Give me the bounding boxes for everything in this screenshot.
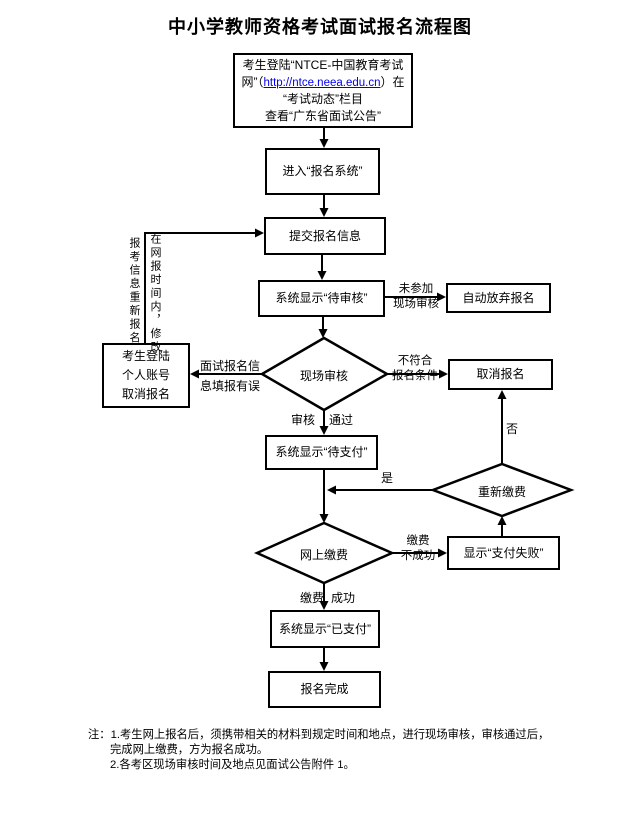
- arrowhead-pending-payment: [319, 426, 329, 435]
- notice-line-3: “考试动态”栏目: [283, 92, 363, 106]
- arrowhead-login-cancel: [190, 369, 199, 379]
- box-complete: 报名完成: [268, 671, 381, 708]
- arrowhead-onsite-review: [318, 329, 328, 338]
- label-no-onsite-review: 未参加 现场审核: [389, 282, 443, 312]
- label-pay-success-left: 缴费: [300, 591, 325, 605]
- box-cancel-registration: 取消报名: [448, 359, 553, 390]
- arrowhead-complete: [319, 662, 329, 671]
- vertical-note-reregister-column: 报考信息重新报名: [128, 237, 140, 345]
- arrowhead-online-payment: [319, 514, 329, 523]
- note-line-1: 注：1.考生网上报名后，须携带相关的材料到规定时间和地点，进行现场审核，审核通过…: [88, 729, 550, 741]
- label-review-pass-right: 通过: [329, 413, 354, 427]
- arrowhead-resubmit: [255, 228, 264, 238]
- box-paid: 系统显示“已支付”: [270, 610, 380, 648]
- arrowhead-repay-yes-merge: [327, 485, 336, 495]
- label-info-error-line-1: 面试报名信: [199, 359, 260, 373]
- label-yes: 是: [381, 471, 394, 485]
- vertical-note-modify-column: 在网报时间内，修改: [149, 233, 161, 355]
- diamond-repay: 重新缴费: [477, 485, 526, 499]
- notice-line-1: 考生登陆“NTCE-中国教育考试: [242, 58, 404, 72]
- label-info-error-line-2: 息填报有误: [199, 379, 260, 393]
- box-notice: 考生登陆“NTCE-中国教育考试 网”（http://ntce.neea.edu…: [233, 53, 413, 128]
- notice-line-2: 网”（http://ntce.neea.edu.cn）在: [241, 74, 404, 92]
- notice-line-4: 查看“广东省面试公告”: [265, 108, 381, 123]
- arrowhead-enter-to-submit: [319, 208, 329, 217]
- login-cancel-line-3: 取消报名: [121, 387, 170, 401]
- diamond-online-payment: 网上缴费: [299, 548, 348, 562]
- box-payment-failed: 显示“支付失败”: [447, 536, 560, 570]
- label-pay-fail: 缴费 不成功: [396, 534, 440, 564]
- box-pending-review: 系统显示“待审核”: [258, 280, 385, 317]
- label-not-qualified-line-2: 报名条件: [392, 370, 438, 382]
- box-pending-payment: 系统显示“待支付”: [265, 435, 378, 470]
- arrowhead-cancel: [439, 369, 448, 379]
- label-review-pass-left: 审核: [291, 413, 316, 427]
- arrowhead-payment-failed: [438, 548, 447, 558]
- label-pay-fail-line-2: 不成功: [400, 550, 436, 562]
- arrowhead-paid: [319, 601, 329, 610]
- arrowhead-cancel-from-repay: [497, 390, 507, 399]
- arrowhead-repay: [497, 516, 507, 525]
- connector-login-cancel-to-submit: [144, 232, 256, 343]
- arrowhead-notice-to-enter: [319, 139, 329, 148]
- note-section: 注：1.考生网上报名后，须携带相关的材料到规定时间和地点，进行现场审核，审核通过…: [88, 728, 580, 773]
- ntce-link[interactable]: http://ntce.neea.edu.cn: [263, 76, 381, 89]
- label-pay-success-right: 成功: [331, 591, 356, 605]
- box-enter-system: 进入“报名系统”: [265, 148, 380, 195]
- box-auto-abandon: 自动放弃报名: [446, 283, 551, 313]
- notice-line-2-pre: 网”（: [241, 74, 264, 89]
- diamond-onsite-review: 现场审核: [299, 369, 348, 383]
- login-cancel-line-1: 考生登陆: [121, 349, 170, 363]
- label-not-qualified-line-1: 不符合: [397, 355, 433, 367]
- arrowhead-auto-abandon: [437, 292, 446, 302]
- label-info-error: 面试报名信 息填报有误: [197, 356, 263, 396]
- box-submit-info: 提交报名信息: [264, 217, 386, 255]
- label-no-onsite-line-2: 现场审核: [393, 298, 439, 310]
- login-cancel-line-2: 个人账号: [121, 368, 170, 382]
- arrowhead-submit-to-pending-review: [317, 271, 327, 280]
- label-not-qualified: 不符合 报名条件: [388, 354, 442, 384]
- label-pay-fail-line-1: 缴费: [406, 535, 430, 547]
- label-no: 否: [506, 422, 519, 436]
- note-line-3: 2.各考区现场审核时间及地点见面试公告附件 1。: [110, 759, 355, 771]
- note-line-2: 完成网上缴费，方为报名成功。: [110, 744, 269, 756]
- flowchart-title: 中小学教师资格考试面试报名流程图: [168, 17, 472, 37]
- box-login-cancel: 考生登陆 个人账号 取消报名: [102, 343, 190, 408]
- label-no-onsite-line-1: 未参加: [398, 283, 434, 295]
- notice-line-2-post: ）在: [380, 74, 405, 89]
